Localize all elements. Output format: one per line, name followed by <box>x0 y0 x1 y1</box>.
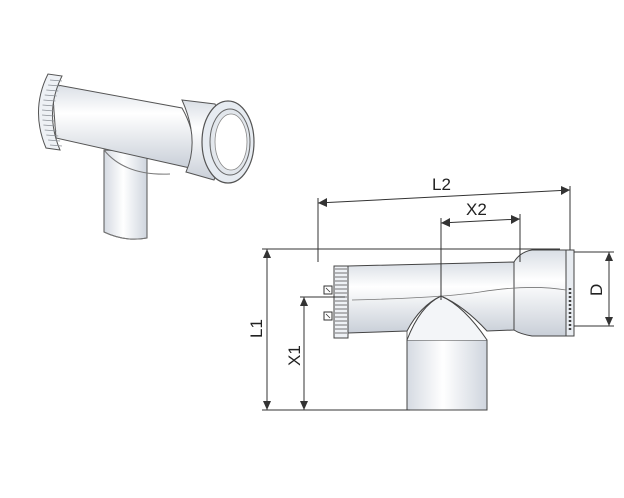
label-x2: X2 <box>466 200 487 219</box>
branch-pipe-3d <box>103 149 148 240</box>
knurl-tooth <box>46 89 59 92</box>
knurled-ring-3d <box>37 73 63 151</box>
label-x1: X1 <box>285 345 304 366</box>
clamp-bolt-upper <box>323 285 333 295</box>
knurl-tooth <box>48 84 61 87</box>
knurl-tooth <box>49 144 63 147</box>
branch-pipe-side <box>406 339 488 411</box>
dimension-arrows <box>263 186 613 410</box>
dimension-line-l2 <box>317 189 571 204</box>
dimension-lines <box>262 186 614 411</box>
knurl-tooth <box>42 104 55 107</box>
label-l1: L1 <box>247 319 266 338</box>
tee-side-view <box>323 249 575 411</box>
knurl-tooth <box>42 119 55 122</box>
knurl-tooth <box>46 134 59 137</box>
clamp-bolt-lower <box>323 311 333 321</box>
knurl-tooth <box>49 79 63 82</box>
knurl-tooth <box>42 109 55 112</box>
knurl-tooth <box>44 129 57 132</box>
socket-side <box>513 249 567 337</box>
knurl-tooth <box>43 124 56 127</box>
label-l2: L2 <box>432 175 451 194</box>
knurl-tooth <box>44 94 57 97</box>
knurl-tooth <box>43 99 56 102</box>
inspection-collar-side <box>333 265 349 339</box>
label-d: D <box>587 284 606 296</box>
knurl-tooth <box>42 114 55 117</box>
tee-3d-view <box>37 73 255 240</box>
dimension-line-x2 <box>440 218 521 224</box>
knurl-tooth <box>48 139 61 142</box>
